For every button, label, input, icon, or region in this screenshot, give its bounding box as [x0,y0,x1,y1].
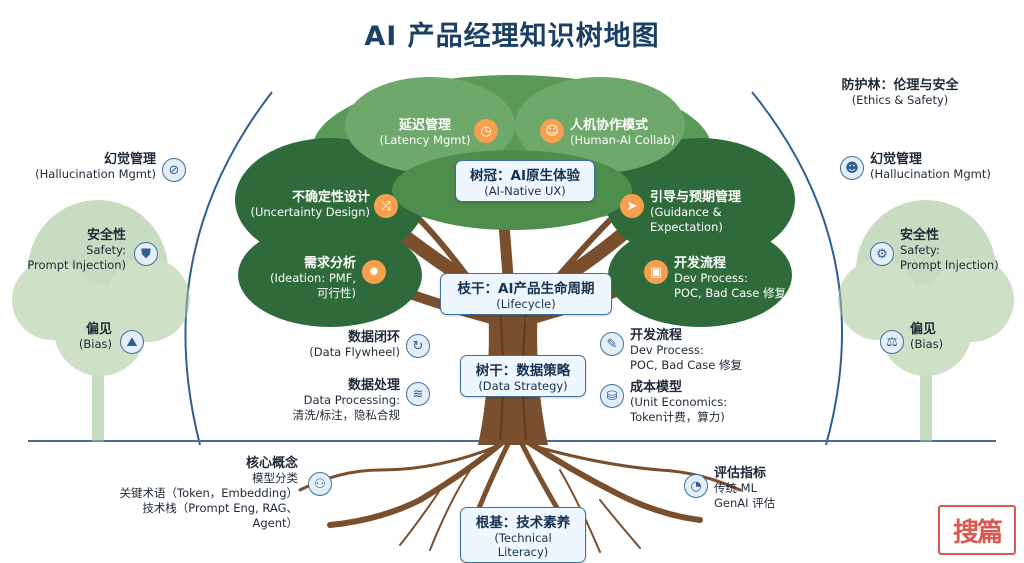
branch-subtitle: (Lifecycle) [496,297,556,311]
trunk-item-processing: 数据处理 Data Processing: 清洗/标注，隐私合规 [292,378,400,422]
trunk-box: 树干：数据策略 (Data Strategy) [460,355,586,397]
crown-foliage [235,75,795,327]
briefcase-icon: ▣ [644,260,668,284]
image-icon: ⛰ [120,330,144,354]
branch-box: 枝干：AI产品生命周期 (Lifecycle) [440,273,612,315]
crown-item-dev-process: 开发流程 Dev Process: POC, Bad Case 修复 [674,256,787,300]
checklist-icon: ✎ [600,332,624,356]
crown-item-latency: 延迟管理 (Latency Mgmt) [379,118,471,147]
right-item-safety: 安全性 Safety: Prompt Injection) [900,228,999,272]
crown-item-uncertainty: 不确定性设计 (Uncertainty Design) [250,190,370,219]
right-item-hallucination: 幻觉管理 (Hallucination Mgmt) [870,152,991,181]
trunk-subtitle: (Data Strategy) [478,379,568,393]
refresh-icon: ↻ [406,334,430,358]
root-item-evaluation: 评估指标 传统 ML GenAI 评估 [714,466,776,510]
shuffle-icon: ⤨ [374,194,398,218]
roots-box: 根基：技术素养 (Technical Literacy) [460,507,586,563]
eye-slash-icon: ⊘ [162,158,186,182]
stopwatch-icon: ◷ [474,119,498,143]
right-frame-arc [751,91,844,446]
right-item-bias: 偏见 (Bias) [910,322,944,351]
watermark-seal: 搜篇 [938,505,1016,555]
coins-icon: ⛁ [600,384,624,408]
crown-title: 树冠：AI原生体验 [470,168,580,184]
crown-subtitle: (AI-Native UX) [484,184,566,198]
trunk-item-cost-model: 成本模型 (Unit Economics: Token计费，算力) [630,380,728,424]
crown-item-ideation: 需求分析 (Ideation: PMF, 可行性) [270,256,356,300]
shield-icon: ⛊ [134,242,158,266]
network-icon: ⚇ [308,472,332,496]
shield-gear-icon: ⚙ [870,242,894,266]
database-icon: ≋ [406,382,430,406]
page-title: AI 产品经理知识树地图 [364,21,660,52]
crown-item-human-ai: 人机协作模式 (Human-AI Collab) [570,118,676,147]
trunk-item-flywheel: 数据闭环 (Data Flywheel) [309,330,400,359]
left-item-hallucination: 幻觉管理 (Hallucination Mgmt) [35,152,156,181]
left-item-bias: 偏见 (Bias) [78,322,112,351]
head-icon: ☻ [840,156,864,180]
paper-plane-icon: ➤ [620,194,644,218]
roots-subtitle: (Technical Literacy) [494,531,552,559]
right-forest-heading: 防护林：伦理与安全 (Ethics & Safety) [841,78,959,107]
person-collab-icon: ☺ [540,119,564,143]
trunk-title: 树干：数据策略 [475,363,571,379]
left-frame-arc [184,91,273,446]
gauge-icon: ◔ [684,474,708,498]
crown-box: 树冠：AI原生体验 (AI-Native UX) [455,160,595,202]
lightbulb-icon: ✹ [362,260,386,284]
trunk-item-dev-process: 开发流程 Dev Process: POC, Bad Case 修复 [630,328,743,372]
root-item-core-concepts: 核心概念 模型分类 关键术语（Token，Embedding） 技术栈（Prom… [119,456,298,530]
crown-item-guidance: 引导与预期管理 (Guidance & Expectation) [650,190,742,234]
right-forest-trees [838,200,1014,442]
left-forest-trees [12,200,190,442]
roots-title: 根基：技术素养 [475,515,571,531]
scale-icon: ⚖ [880,330,904,354]
branch-title: 枝干：AI产品生命周期 [457,281,595,297]
left-item-safety: 安全性 Safety: Prompt Injection) [27,228,126,272]
